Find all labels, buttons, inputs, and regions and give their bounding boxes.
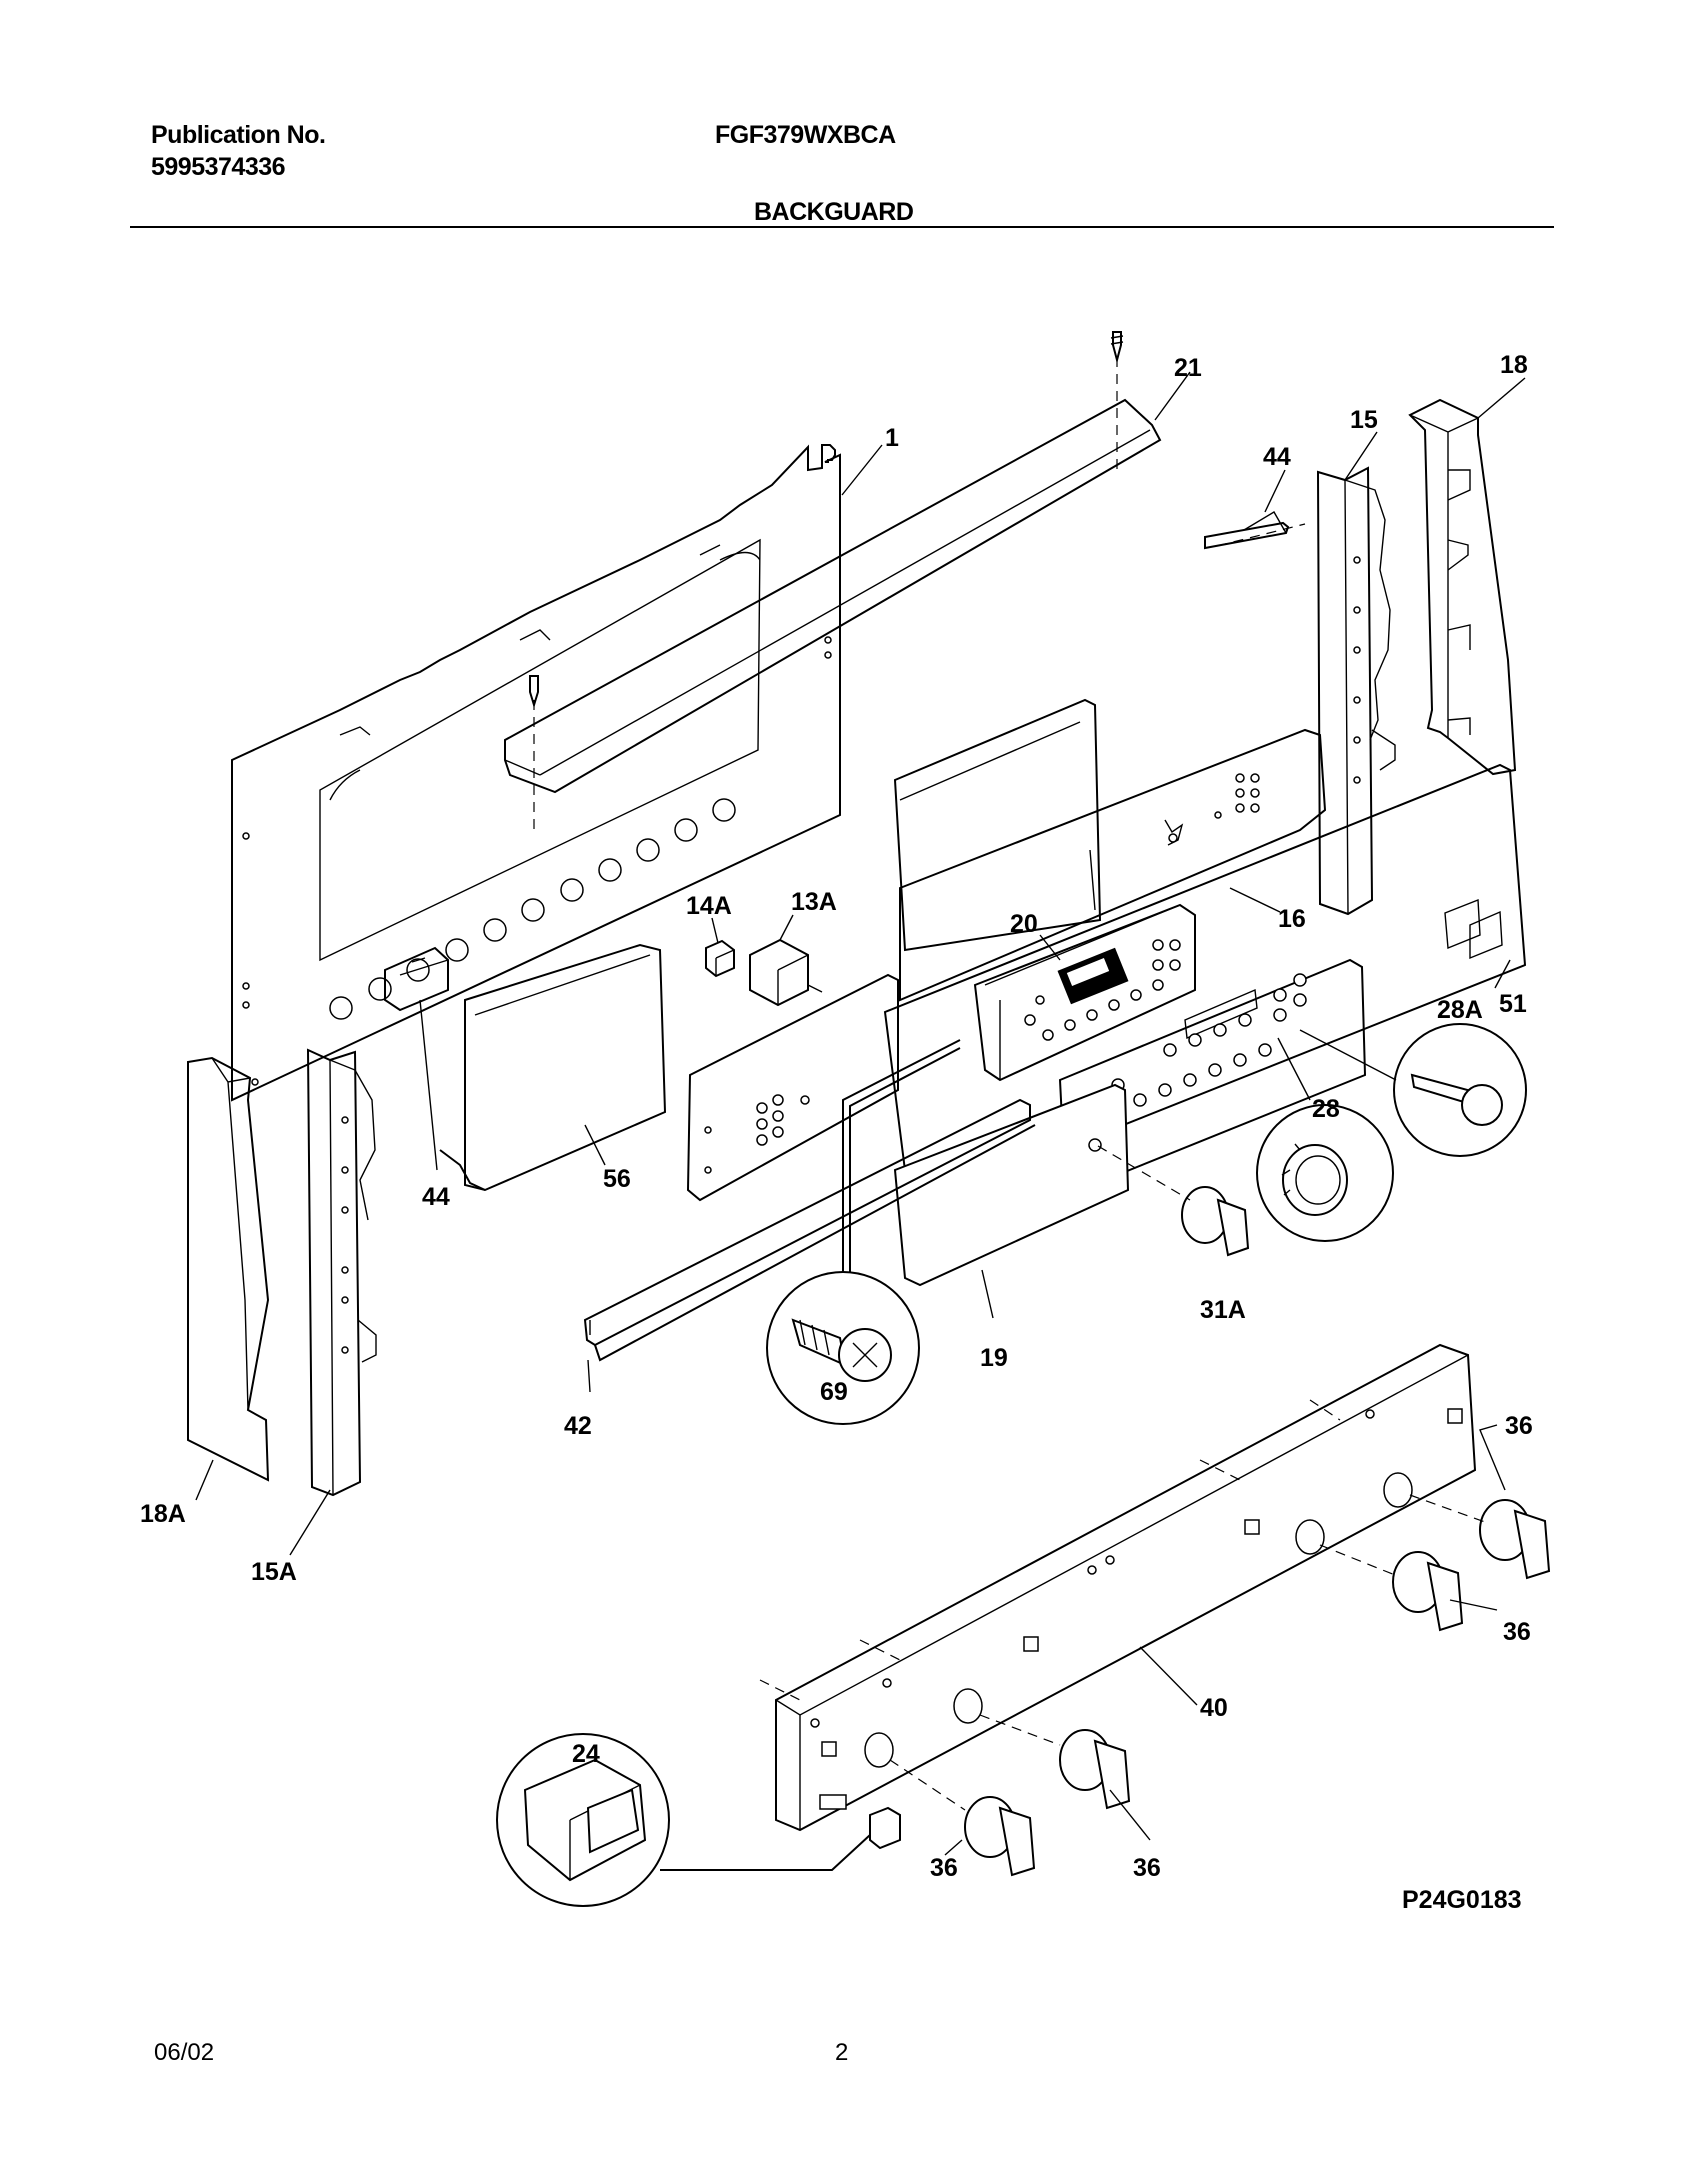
side-bracket-part-15a xyxy=(306,1048,377,1497)
label-part-18: 18 xyxy=(1500,351,1528,379)
label-part-44-upper: 44 xyxy=(1263,443,1291,471)
control-bracket-part-16 xyxy=(899,728,1327,1002)
top-bracket-part-21 xyxy=(504,331,1162,830)
label-part-36-lower: 36 xyxy=(1133,1854,1161,1882)
label-part-51: 51 xyxy=(1499,990,1527,1018)
page-number: 2 xyxy=(835,2039,849,2066)
callout-part-28a xyxy=(1299,1023,1527,1157)
label-part-31a: 31A xyxy=(1200,1296,1246,1324)
label-part-16: 16 xyxy=(1278,905,1306,933)
header-rule xyxy=(130,226,1554,228)
label-part-36-upper-right: 36 xyxy=(1505,1412,1533,1440)
label-part-36-lower-left: 36 xyxy=(930,1854,958,1882)
rear-panel-part-1 xyxy=(231,444,841,1102)
label-part-15: 15 xyxy=(1350,406,1378,434)
control-panel-part-19 xyxy=(893,958,1367,1287)
control-board-part-20 xyxy=(973,903,1196,1082)
label-part-19: 19 xyxy=(980,1344,1008,1372)
burner-knobs-part-36 xyxy=(889,1494,1551,1877)
bracket-part-44-lower xyxy=(384,946,449,1012)
lower-mount-bracket xyxy=(686,973,899,1202)
section-title: BACKGUARD xyxy=(754,198,914,226)
label-part-56: 56 xyxy=(603,1165,631,1193)
duct-part-56 xyxy=(439,698,1102,1192)
end-trim-part-18 xyxy=(1408,398,1517,776)
publication-label: Publication No. xyxy=(151,121,326,149)
manifold-panel-part-40 xyxy=(759,1343,1477,1832)
label-part-69: 69 xyxy=(820,1378,848,1406)
relay-part-13a xyxy=(749,938,823,1007)
model-number: FGF379WXBCA xyxy=(715,121,896,149)
label-part-1: 1 xyxy=(885,424,899,452)
figure-code: P24G0183 xyxy=(1402,1886,1522,1914)
label-part-40: 40 xyxy=(1200,1694,1228,1722)
label-part-42: 42 xyxy=(564,1412,592,1440)
label-part-14a: 14A xyxy=(686,892,732,920)
label-part-15a: 15A xyxy=(251,1558,297,1586)
label-part-13a: 13A xyxy=(791,888,837,916)
label-part-44-lower: 44 xyxy=(422,1183,450,1211)
leader-lines xyxy=(195,371,1526,1856)
switch-part-14a xyxy=(705,939,735,978)
label-part-28: 28 xyxy=(1312,1095,1340,1123)
end-trim-part-18a xyxy=(187,1056,270,1482)
callout-part-28 xyxy=(1256,1037,1394,1242)
footer-date: 06/02 xyxy=(154,2039,215,2066)
label-part-24: 24 xyxy=(572,1740,600,1768)
callout-part-69 xyxy=(766,1039,961,1425)
knob-part-31a xyxy=(1097,1145,1250,1257)
label-part-21: 21 xyxy=(1174,354,1202,382)
publication-number: 5995374336 xyxy=(151,153,286,181)
label-part-18a: 18A xyxy=(140,1500,186,1528)
side-bracket-part-15 xyxy=(1316,466,1396,916)
lower-strip-part-42 xyxy=(583,1098,1036,1362)
callout-part-24 xyxy=(496,1733,901,1907)
label-part-36-right: 36 xyxy=(1503,1618,1531,1646)
bracket-part-44-upper xyxy=(1204,511,1306,550)
label-part-28a: 28A xyxy=(1437,996,1483,1024)
label-part-20: 20 xyxy=(1010,910,1038,938)
